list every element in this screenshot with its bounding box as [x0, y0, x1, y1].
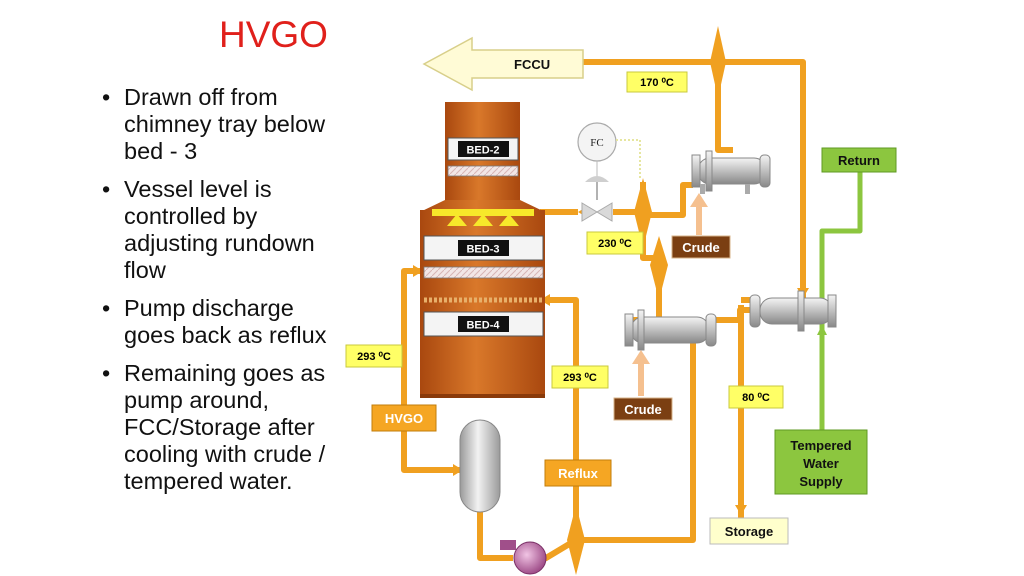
crude-tag-mid: Crude	[613, 397, 673, 421]
temp-80-label: 80 ⁰C	[742, 392, 770, 404]
flow-controller: FC	[577, 122, 641, 222]
storage-label: Storage	[725, 524, 773, 539]
distributor-triangle	[499, 214, 519, 226]
distributor-triangle	[447, 214, 467, 226]
arrow-down-icon	[735, 505, 747, 515]
bed-3-label: BED-3	[466, 244, 499, 256]
tempered-water-line-1: Tempered	[790, 438, 851, 453]
arrow-right-icon	[453, 464, 463, 476]
temp-tag-80: 80 ⁰C	[728, 385, 784, 409]
temp-293-left-label: 293 ⁰C	[357, 351, 391, 363]
hvgo-tag: HVGO	[371, 404, 437, 432]
tempered-water-tag: Tempered Water Supply	[774, 429, 868, 495]
bed-4-label: BED-4	[466, 320, 500, 332]
reflux-tag: Reflux	[544, 459, 612, 487]
arrow-up-icon	[817, 325, 827, 335]
bullet-item: Vessel level is controlled by adjusting …	[100, 176, 350, 284]
fccu-arrow: FCCU	[422, 36, 584, 92]
heat-exchanger-right	[749, 290, 837, 332]
arrow-left-icon	[413, 265, 423, 277]
temp-293-mid-label: 293 ⁰C	[563, 372, 597, 384]
valve-icon	[581, 202, 598, 222]
bullet-item: Drawn off from chimney tray below bed - …	[100, 84, 350, 165]
temp-tag-230: 230 ⁰C	[586, 231, 644, 255]
splitter-diamond	[634, 178, 652, 248]
temp-tag-293-mid: 293 ⁰C	[551, 365, 609, 389]
bullet-list: Drawn off from chimney tray below bed - …	[100, 84, 350, 506]
temp-tag-293-left: 293 ⁰C	[345, 344, 403, 368]
tempered-water-line-3: Supply	[799, 474, 843, 489]
fc-label: FC	[590, 137, 603, 149]
crude-tag-top: Crude	[671, 235, 731, 259]
return-label: Return	[838, 153, 880, 168]
heat-exchanger-top	[691, 150, 771, 194]
reflux-label: Reflux	[558, 466, 599, 481]
bullet-item: Remaining goes as pump around, FCC/Stora…	[100, 360, 350, 495]
fccu-label: FCCU	[514, 57, 550, 72]
bed-2-label: BED-2	[466, 145, 499, 157]
splitter-diamond	[650, 236, 668, 300]
crude-arrows	[632, 193, 708, 396]
green-pipes	[819, 170, 863, 430]
return-tag: Return	[821, 147, 897, 173]
bullet-item: Pump discharge goes back as reflux	[100, 295, 350, 349]
temp-170-label: 170 ⁰C	[640, 77, 674, 89]
pump-icon	[500, 540, 547, 575]
hvgo-tag-label: HVGO	[385, 411, 423, 426]
splitter-diamond	[567, 505, 585, 575]
slide-title: HVGO	[219, 14, 328, 55]
heat-exchanger-mid	[624, 309, 717, 351]
temp-tag-170: 170 ⁰C	[626, 71, 688, 93]
temp-230-label: 230 ⁰C	[598, 238, 632, 250]
hvgo-drum	[459, 419, 501, 513]
valve-icon	[596, 202, 613, 222]
crude-top-label: Crude	[682, 240, 720, 255]
hydrocracker-column: BED-2 BED-3 BED-4	[420, 102, 545, 398]
flow-splitters	[567, 26, 726, 575]
tempered-water-line-2: Water	[803, 456, 839, 471]
crude-mid-label: Crude	[624, 402, 662, 417]
splitter-diamond	[710, 26, 726, 98]
distributor-triangle	[473, 214, 493, 226]
storage-tag: Storage	[709, 517, 789, 545]
